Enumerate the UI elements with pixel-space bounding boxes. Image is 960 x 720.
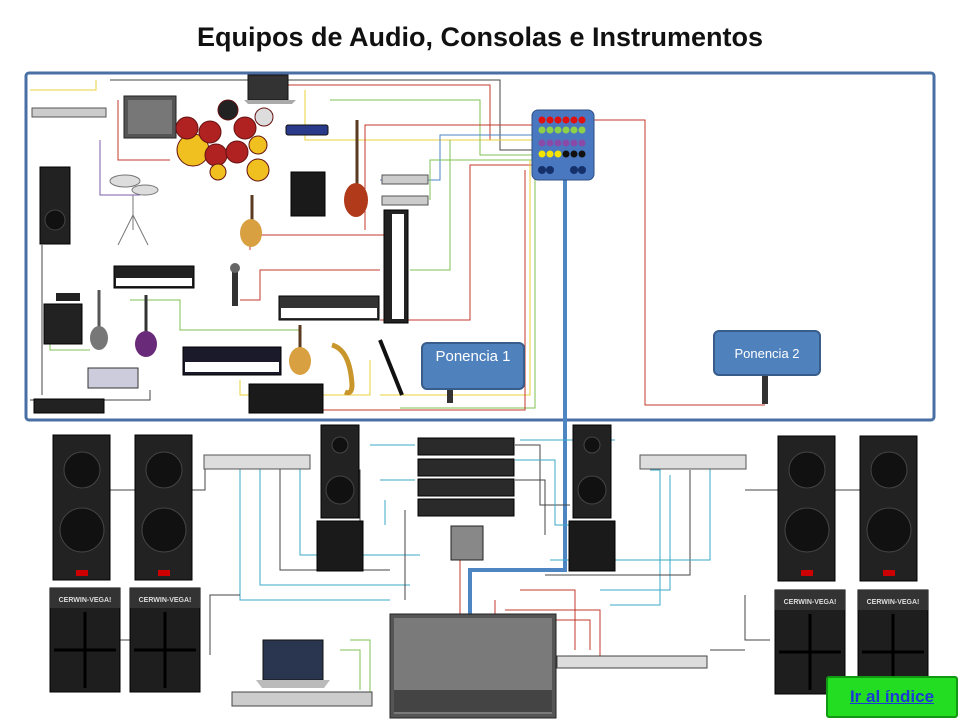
subwoofer-left-2 <box>129 587 201 693</box>
midi-keyboard <box>278 295 380 321</box>
saxophone <box>331 342 355 396</box>
audio-interface <box>285 124 329 136</box>
acoustic-guitar <box>240 195 262 247</box>
stage-box <box>531 109 595 181</box>
index-link-button[interactable]: Ir al índice <box>826 676 958 718</box>
laptop-top <box>244 74 296 104</box>
stage-speaker-left <box>39 166 71 245</box>
rack-unit-2 <box>381 195 429 206</box>
ponencia-2-box: Ponencia 2 <box>713 330 821 376</box>
drum-kit <box>175 99 274 182</box>
power-amplifiers <box>417 437 515 517</box>
foh-cables <box>100 439 860 700</box>
sub-brand-2: CERWIN-VEGA! <box>139 597 192 604</box>
small-mixer <box>123 95 177 139</box>
rack-crossover <box>556 655 708 669</box>
page-title: Equipos de Audio, Consolas e Instrumento… <box>196 22 764 52</box>
clarinet <box>378 339 404 396</box>
rack-amplifier <box>33 398 105 414</box>
stage-frame <box>24 71 936 422</box>
acoustic-guitar-2 <box>289 325 311 375</box>
microphone-ponencia-2 <box>762 362 768 404</box>
electric-bass <box>344 120 368 217</box>
sub-brand-3: CERWIN-VEGA! <box>784 599 837 606</box>
microphone-stage <box>230 263 240 306</box>
main-speaker-left-2 <box>134 434 193 581</box>
main-speaker-right-2 <box>859 435 918 582</box>
bongos <box>109 174 159 246</box>
pedal-board <box>87 367 139 389</box>
stage-monitor <box>248 383 324 414</box>
synth-keyboard <box>113 265 195 289</box>
rack-processor-foh <box>231 691 373 707</box>
snake-cable <box>468 180 567 615</box>
ponencia-1-box: Ponencia 1 <box>421 342 525 390</box>
main-mixing-console <box>389 613 557 719</box>
electric-guitar-2 <box>135 295 157 357</box>
rack-unit-1 <box>381 174 429 185</box>
equalizer-right <box>639 454 747 470</box>
laptop-foh <box>256 639 330 688</box>
main-speaker-left-1 <box>52 434 111 581</box>
sub-brand-4: CERWIN-VEGA! <box>867 599 920 606</box>
small-mixer-center <box>450 525 484 561</box>
workstation-keyboard <box>182 346 282 376</box>
subwoofer-left-1 <box>49 587 121 693</box>
monitor-speaker-right <box>568 424 616 572</box>
main-speaker-right-1 <box>777 435 836 582</box>
sub-brand-1: CERWIN-VEGA! <box>59 597 112 604</box>
electric-guitar-1 <box>90 290 108 350</box>
stage-piano <box>383 209 409 324</box>
rack-processor <box>31 107 107 118</box>
guitar-amp <box>290 171 326 217</box>
monitor-speaker-left <box>316 424 364 572</box>
bass-amp-stack <box>43 293 83 345</box>
equalizer-left <box>203 454 311 470</box>
